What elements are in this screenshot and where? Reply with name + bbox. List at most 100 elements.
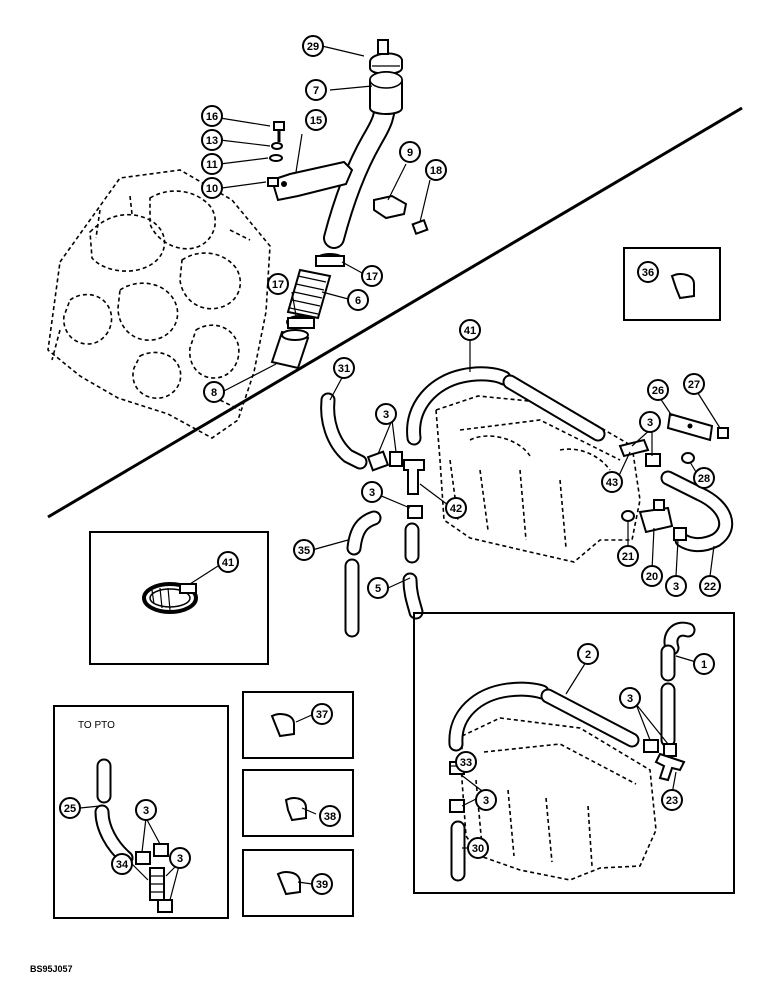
- callout-circle: [333, 357, 355, 379]
- callout-circle: [641, 565, 663, 587]
- hose-22: [660, 470, 734, 553]
- washer-13: [271, 142, 283, 150]
- callout-circle: [169, 847, 191, 869]
- callout-42: 42: [445, 497, 467, 519]
- callout-number: 8: [211, 387, 217, 399]
- bolt-27: [717, 427, 729, 439]
- callout-circle: [203, 381, 225, 403]
- callout-3: 3: [135, 799, 157, 821]
- callout-circle: [217, 551, 239, 573]
- callout-circle: [459, 319, 481, 341]
- callout-34: 34: [111, 853, 133, 875]
- callout-9: 9: [399, 141, 421, 163]
- fitting-34: [149, 867, 165, 901]
- callout-circle: [311, 703, 333, 725]
- fitting-43: [618, 438, 661, 467]
- figure-code: BS95J057: [30, 964, 73, 974]
- callout-circle: [201, 177, 223, 199]
- callout-number: 27: [688, 379, 700, 391]
- callout-circle: [445, 497, 467, 519]
- clamp-9: [373, 194, 408, 220]
- callout-8: 8: [203, 381, 225, 403]
- connector-left: [366, 450, 403, 472]
- hose-35: [344, 510, 382, 638]
- nut-28: [681, 452, 695, 464]
- bolt-18: [411, 218, 429, 236]
- callout-circle: [617, 545, 639, 567]
- hose-clamp-41: [142, 582, 198, 614]
- callout-number: 42: [450, 503, 462, 515]
- callout-5: 5: [367, 577, 389, 599]
- callout-number: 3: [177, 853, 183, 865]
- callout-circle: [201, 105, 223, 127]
- callout-number: 15: [310, 115, 322, 127]
- callout-circle: [425, 159, 447, 181]
- callout-3: 3: [475, 789, 497, 811]
- callout-circle: [347, 289, 369, 311]
- clip-37: [270, 713, 295, 738]
- callout-2: 2: [577, 643, 599, 665]
- callout-23: 23: [661, 789, 683, 811]
- bracket-26: [666, 412, 714, 442]
- callout-number: 41: [222, 557, 234, 569]
- mounting-bracket: [270, 160, 354, 202]
- clip-38: [284, 797, 307, 822]
- callout-15: 15: [305, 109, 327, 131]
- callout-35: 35: [293, 539, 315, 561]
- bolt-16: [273, 121, 285, 142]
- callout-number: 6: [355, 295, 361, 307]
- engine-block: [47, 169, 271, 439]
- hose-clamp-17-lower: [286, 315, 315, 329]
- nut-10: [267, 177, 279, 187]
- callout-6: 6: [347, 289, 369, 311]
- callout-number: 37: [316, 709, 328, 721]
- callout-number: 3: [143, 805, 149, 817]
- to-pto-label: TO PTO: [78, 720, 115, 731]
- callout-number: 3: [627, 693, 633, 705]
- callout-39: 39: [311, 873, 333, 895]
- callout-1: 1: [693, 653, 715, 675]
- callout-circle: [467, 837, 489, 859]
- callout-33: 33: [455, 751, 477, 773]
- callout-circle: [59, 797, 81, 819]
- callout-circle: [319, 805, 341, 827]
- hose-31: [320, 392, 368, 470]
- callout-number: 3: [383, 409, 389, 421]
- detail-box-39: [242, 849, 354, 917]
- callout-20: 20: [641, 565, 663, 587]
- oil-pan-lower: [461, 717, 657, 881]
- hose-1: [660, 621, 696, 748]
- callout-17: 17: [361, 265, 383, 287]
- callout-26: 26: [647, 379, 669, 401]
- callout-13: 13: [201, 129, 223, 151]
- callout-number: 38: [324, 811, 336, 823]
- callout-circle: [455, 751, 477, 773]
- washer-21: [621, 510, 635, 522]
- callout-16: 16: [201, 105, 223, 127]
- clamp-3-box-left: [449, 799, 465, 813]
- callout-circle: [311, 873, 333, 895]
- callout-10: 10: [201, 177, 223, 199]
- detail-box-lower-right: [413, 612, 735, 894]
- callout-number: 2: [585, 649, 591, 661]
- callout-number: 7: [313, 85, 319, 97]
- callout-36: 36: [637, 261, 659, 283]
- callout-circle: [267, 273, 289, 295]
- callout-number: 31: [338, 363, 350, 375]
- callout-22: 22: [699, 575, 721, 597]
- callout-number: 35: [298, 545, 310, 557]
- hose-41: [406, 366, 606, 446]
- filler-tube: [323, 71, 403, 249]
- callout-circle: [639, 411, 661, 433]
- tee-42: [403, 459, 425, 495]
- clip-39: [276, 871, 301, 896]
- callout-number: 1: [701, 659, 707, 671]
- callout-circle: [305, 79, 327, 101]
- detail-box-36: [623, 247, 721, 321]
- callout-number: 43: [606, 477, 618, 489]
- leader-lines: [79, 45, 721, 901]
- callout-circle: [201, 153, 223, 175]
